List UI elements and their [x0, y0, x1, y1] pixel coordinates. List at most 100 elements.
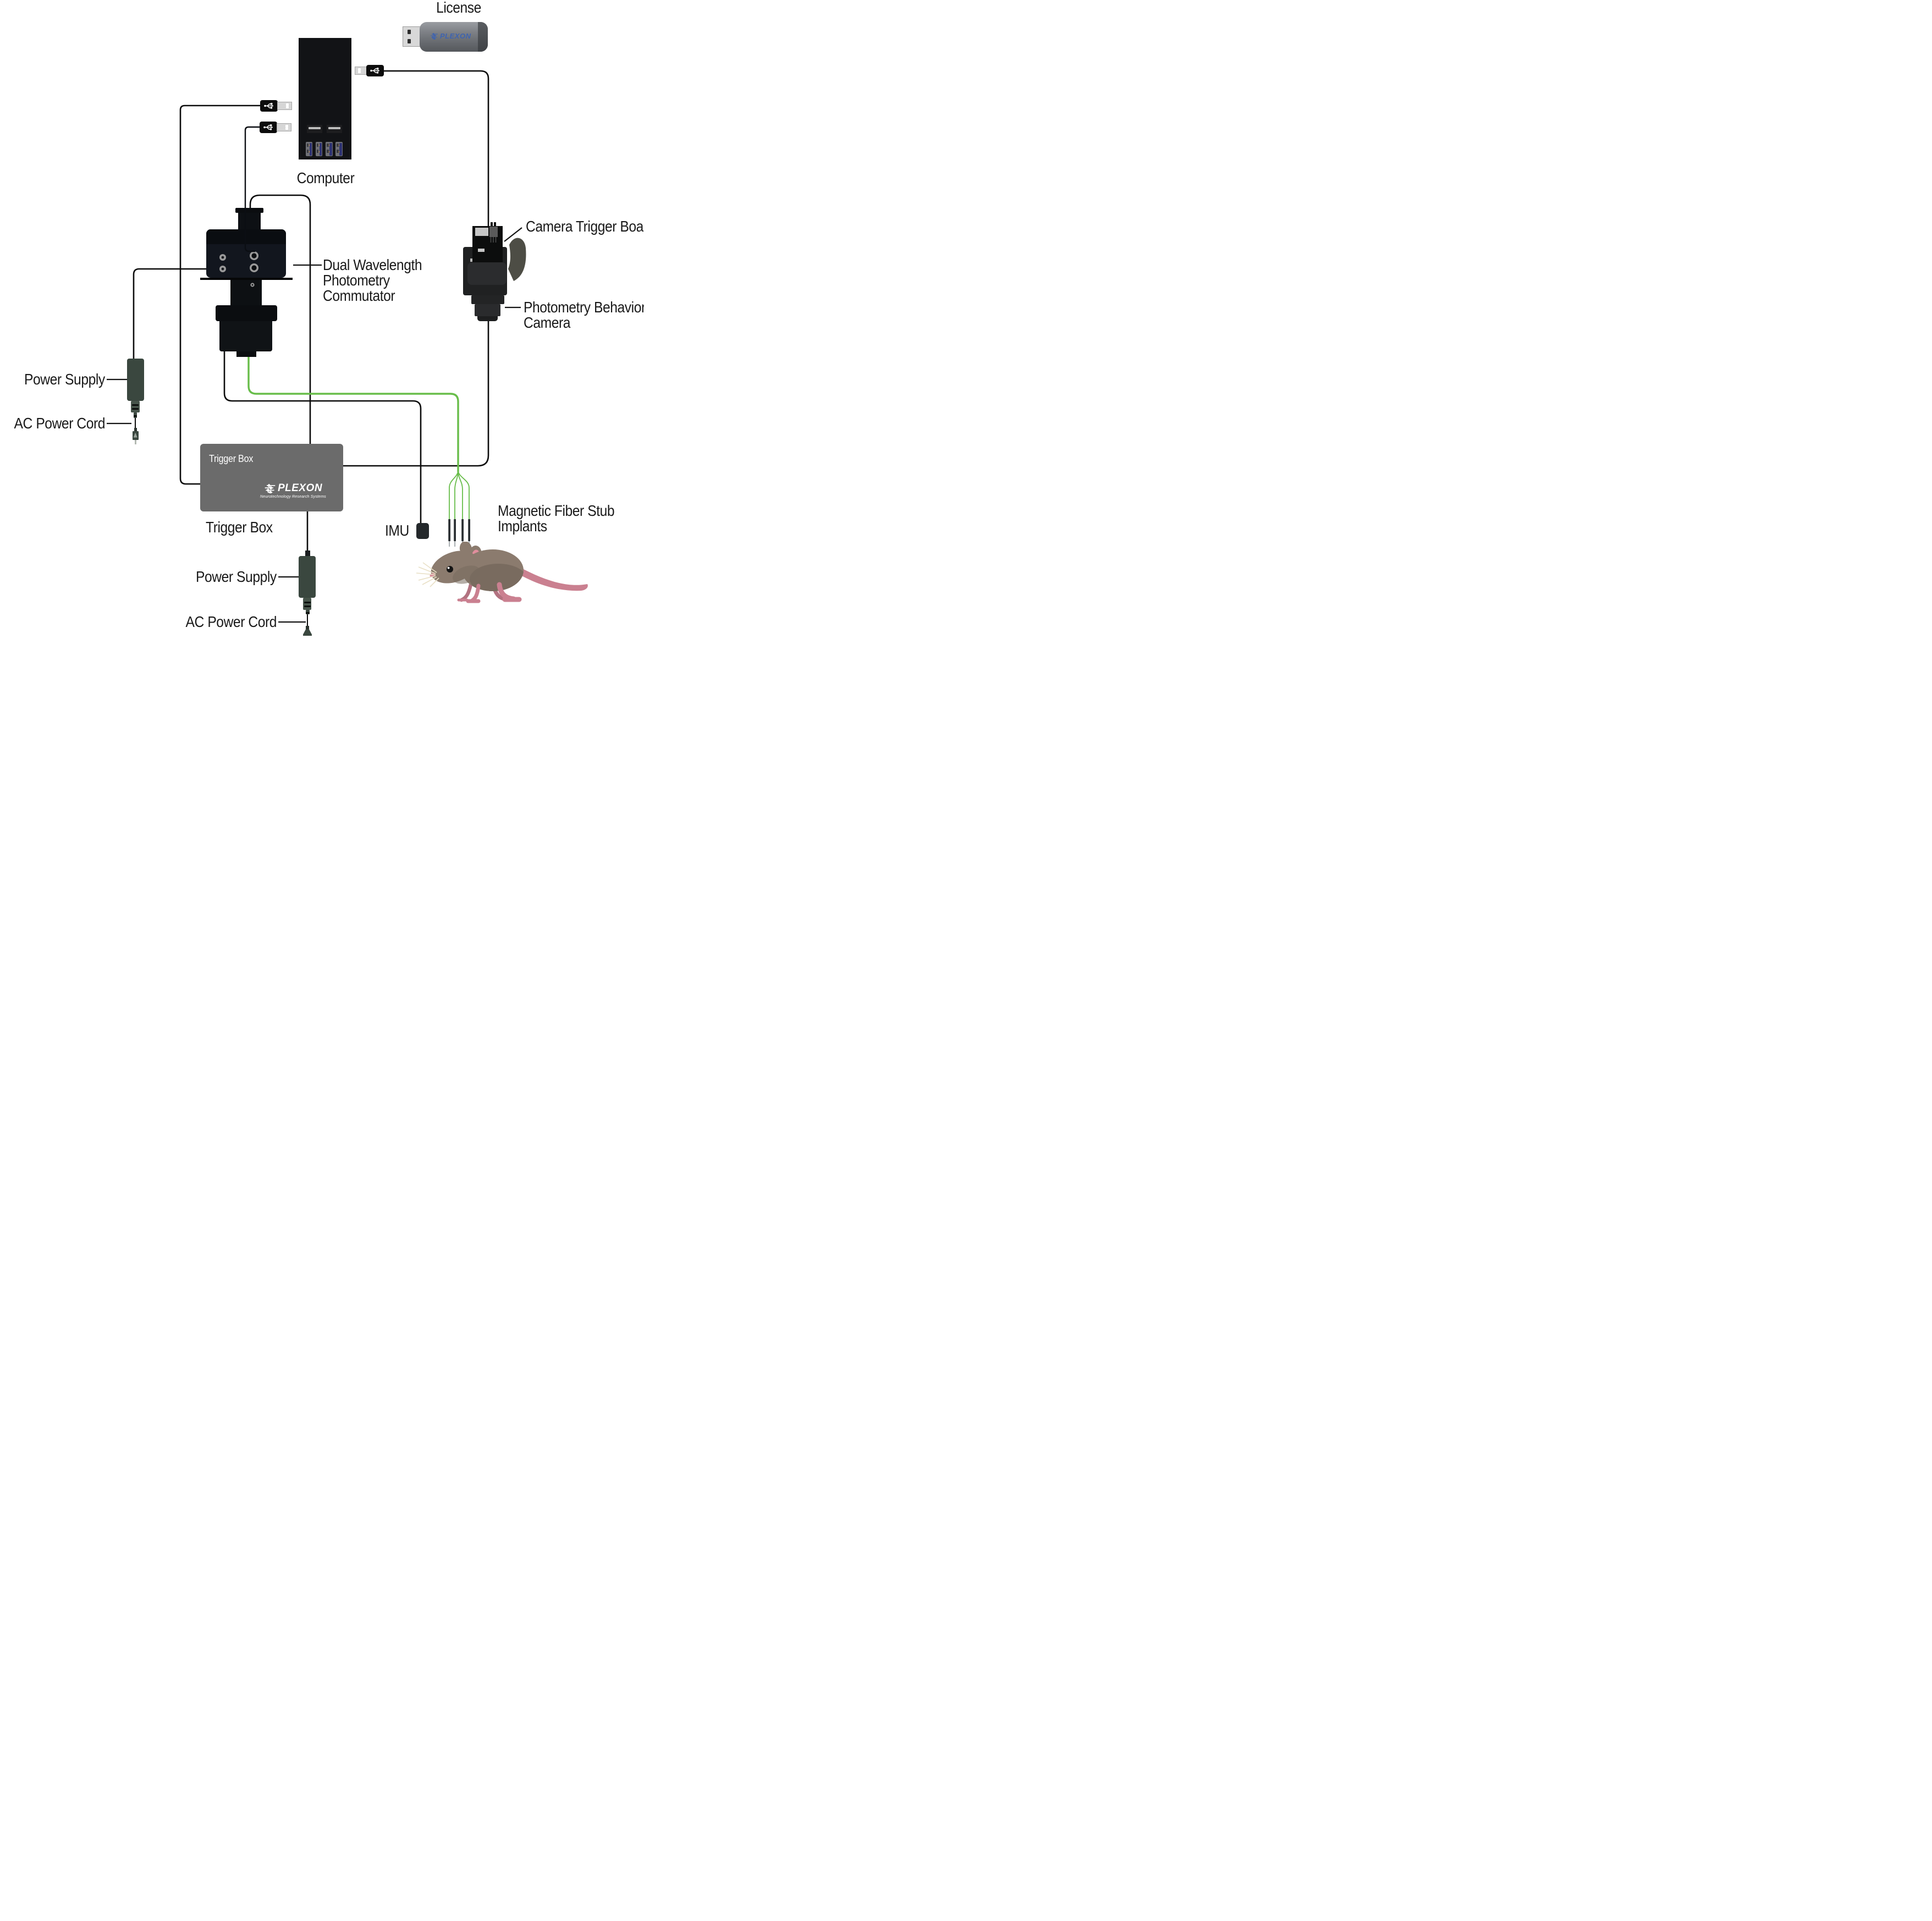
usb-trident-icon [263, 124, 273, 130]
pointer-camera-trigger-board-label [504, 227, 522, 242]
mouse-tail [516, 567, 588, 591]
board-small-component [478, 249, 485, 252]
ac-power-cord-left-label: AC Power Cord [14, 415, 106, 432]
commutator-mid-block [230, 280, 262, 305]
power-supply-bottom-body [299, 556, 316, 598]
mouse-cheek-shade [453, 565, 480, 584]
camera-body-panel [467, 262, 507, 285]
commutator-top-neck [238, 213, 261, 230]
ac-plug-left-tab [134, 428, 137, 431]
fiber-branch-2 [454, 470, 459, 520]
implants-label-line: Implants [498, 518, 547, 535]
power-supply-bottom-connector [303, 598, 311, 610]
computer-label: Computer [296, 169, 355, 186]
usb-plug [277, 123, 291, 131]
drive-slot [326, 125, 342, 133]
camera-lens-tip [477, 316, 498, 321]
fiber-commutator-to-implants [247, 357, 459, 472]
commutator-main-block [206, 229, 286, 278]
computer-tower [299, 38, 351, 159]
board-connector-block [475, 228, 488, 236]
camera-lens-collar [471, 295, 504, 304]
plexon-logo-icon [431, 32, 438, 40]
trigger-box-panel-label: Trigger Box [209, 453, 254, 464]
usb-trident-icon [264, 103, 273, 109]
commutator-label: Dual Wavelength Photometry Commutator [323, 257, 422, 304]
ac-plug-left-pin [135, 440, 136, 444]
commutator-lower-block [219, 321, 272, 351]
power-supply-bottom-inlet [305, 551, 310, 557]
drive-slot-bar [328, 127, 340, 129]
fiber-branch-4 [458, 470, 470, 520]
ac-plug-left-triangle [133, 432, 137, 438]
board-pins [490, 237, 497, 243]
trigger-box-brand: PLEXON Neurotechnology Research Systems [257, 482, 329, 499]
ac-plug-bottom [303, 629, 312, 636]
camera-mount-wing [508, 238, 526, 281]
trigger-box: Trigger Box PLEXON Neurotechnology Resea… [200, 444, 343, 511]
mouse-eye [447, 566, 453, 573]
power-supply-bottom-neck [305, 610, 310, 614]
usb-connector-head [366, 65, 384, 76]
wire-computer-to-camera [383, 70, 489, 226]
license-plexon-logo: PLEXON [430, 32, 471, 40]
implant-tip [449, 541, 450, 547]
usb-connector-head [260, 100, 278, 112]
mouse-eye-glint [447, 566, 450, 569]
wire-commutator-to-imu [223, 351, 422, 523]
commutator-fiber-connector [236, 351, 256, 357]
ac-power-cord-bottom-label: AC Power Cord [185, 613, 277, 630]
imu-chip [416, 523, 429, 539]
license-dongle-cap [478, 22, 488, 52]
mouse-whiskers [416, 562, 439, 587]
usb-plug [277, 102, 292, 110]
implant-ferrule [461, 519, 464, 541]
trigger-box-brand-text: PLEXON [277, 482, 323, 494]
power-supply-left-neck [133, 412, 137, 418]
commutator-label-line: Dual Wavelength [323, 256, 422, 273]
board-pin [491, 222, 493, 227]
wire-commutator-to-power-supply [133, 268, 206, 359]
license-dongle [420, 22, 488, 52]
commutator-ports [219, 251, 258, 272]
usb-connector-head [260, 122, 277, 133]
trigger-box-brand-tagline: Neurotechnology Research Systems [260, 495, 326, 499]
camera-label-line: Camera [524, 314, 571, 331]
wire-usb1-to-trigger-box [179, 104, 261, 485]
license-brand-text: PLEXON [440, 32, 471, 40]
camera-label-line: Photometry Behavioral [524, 299, 644, 316]
mouse-illustration [416, 542, 588, 603]
implants-label-line: Magnetic Fiber Stub [498, 502, 615, 519]
ac-plug-left [133, 431, 139, 440]
implants-label: Magnetic Fiber Stub Implants [498, 502, 615, 535]
usb-plug [355, 67, 370, 75]
commutator-top-cap [235, 208, 263, 213]
mouse-front-leg [466, 584, 481, 603]
usb3-port [306, 142, 313, 156]
camera-label: Photometry Behavioral Camera [524, 300, 644, 331]
usb-trident-icon [370, 68, 379, 74]
power-supply-left-label: Power Supply [24, 371, 105, 388]
wire-trigger-box-to-camera [343, 320, 489, 467]
board-pin [494, 222, 496, 227]
fiber-branch-3 [458, 470, 463, 520]
power-supply-left-body [127, 359, 144, 401]
implant-tip [454, 541, 456, 547]
camera-trigger-board [472, 222, 503, 262]
board-component [489, 227, 498, 237]
implant-ferrule [454, 519, 456, 541]
usb3-port [335, 142, 343, 156]
license-label: License [436, 0, 481, 16]
commutator-label-line: Commutator [323, 287, 395, 304]
diagram-canvas: PLEXON [0, 0, 644, 640]
camera-lens-barrel [475, 304, 500, 316]
commutator-label-line: Photometry [323, 272, 390, 289]
commutator-mount-plate [200, 278, 293, 280]
drive-slot [306, 125, 322, 133]
usb3-port [316, 142, 323, 156]
license-usb-plug [403, 26, 421, 47]
power-supply-bottom-label: Power Supply [196, 568, 277, 585]
usb3-port [326, 142, 333, 156]
camera-trigger-board-label: Camera Trigger Board [526, 218, 644, 235]
implant-ferrule [468, 519, 470, 541]
